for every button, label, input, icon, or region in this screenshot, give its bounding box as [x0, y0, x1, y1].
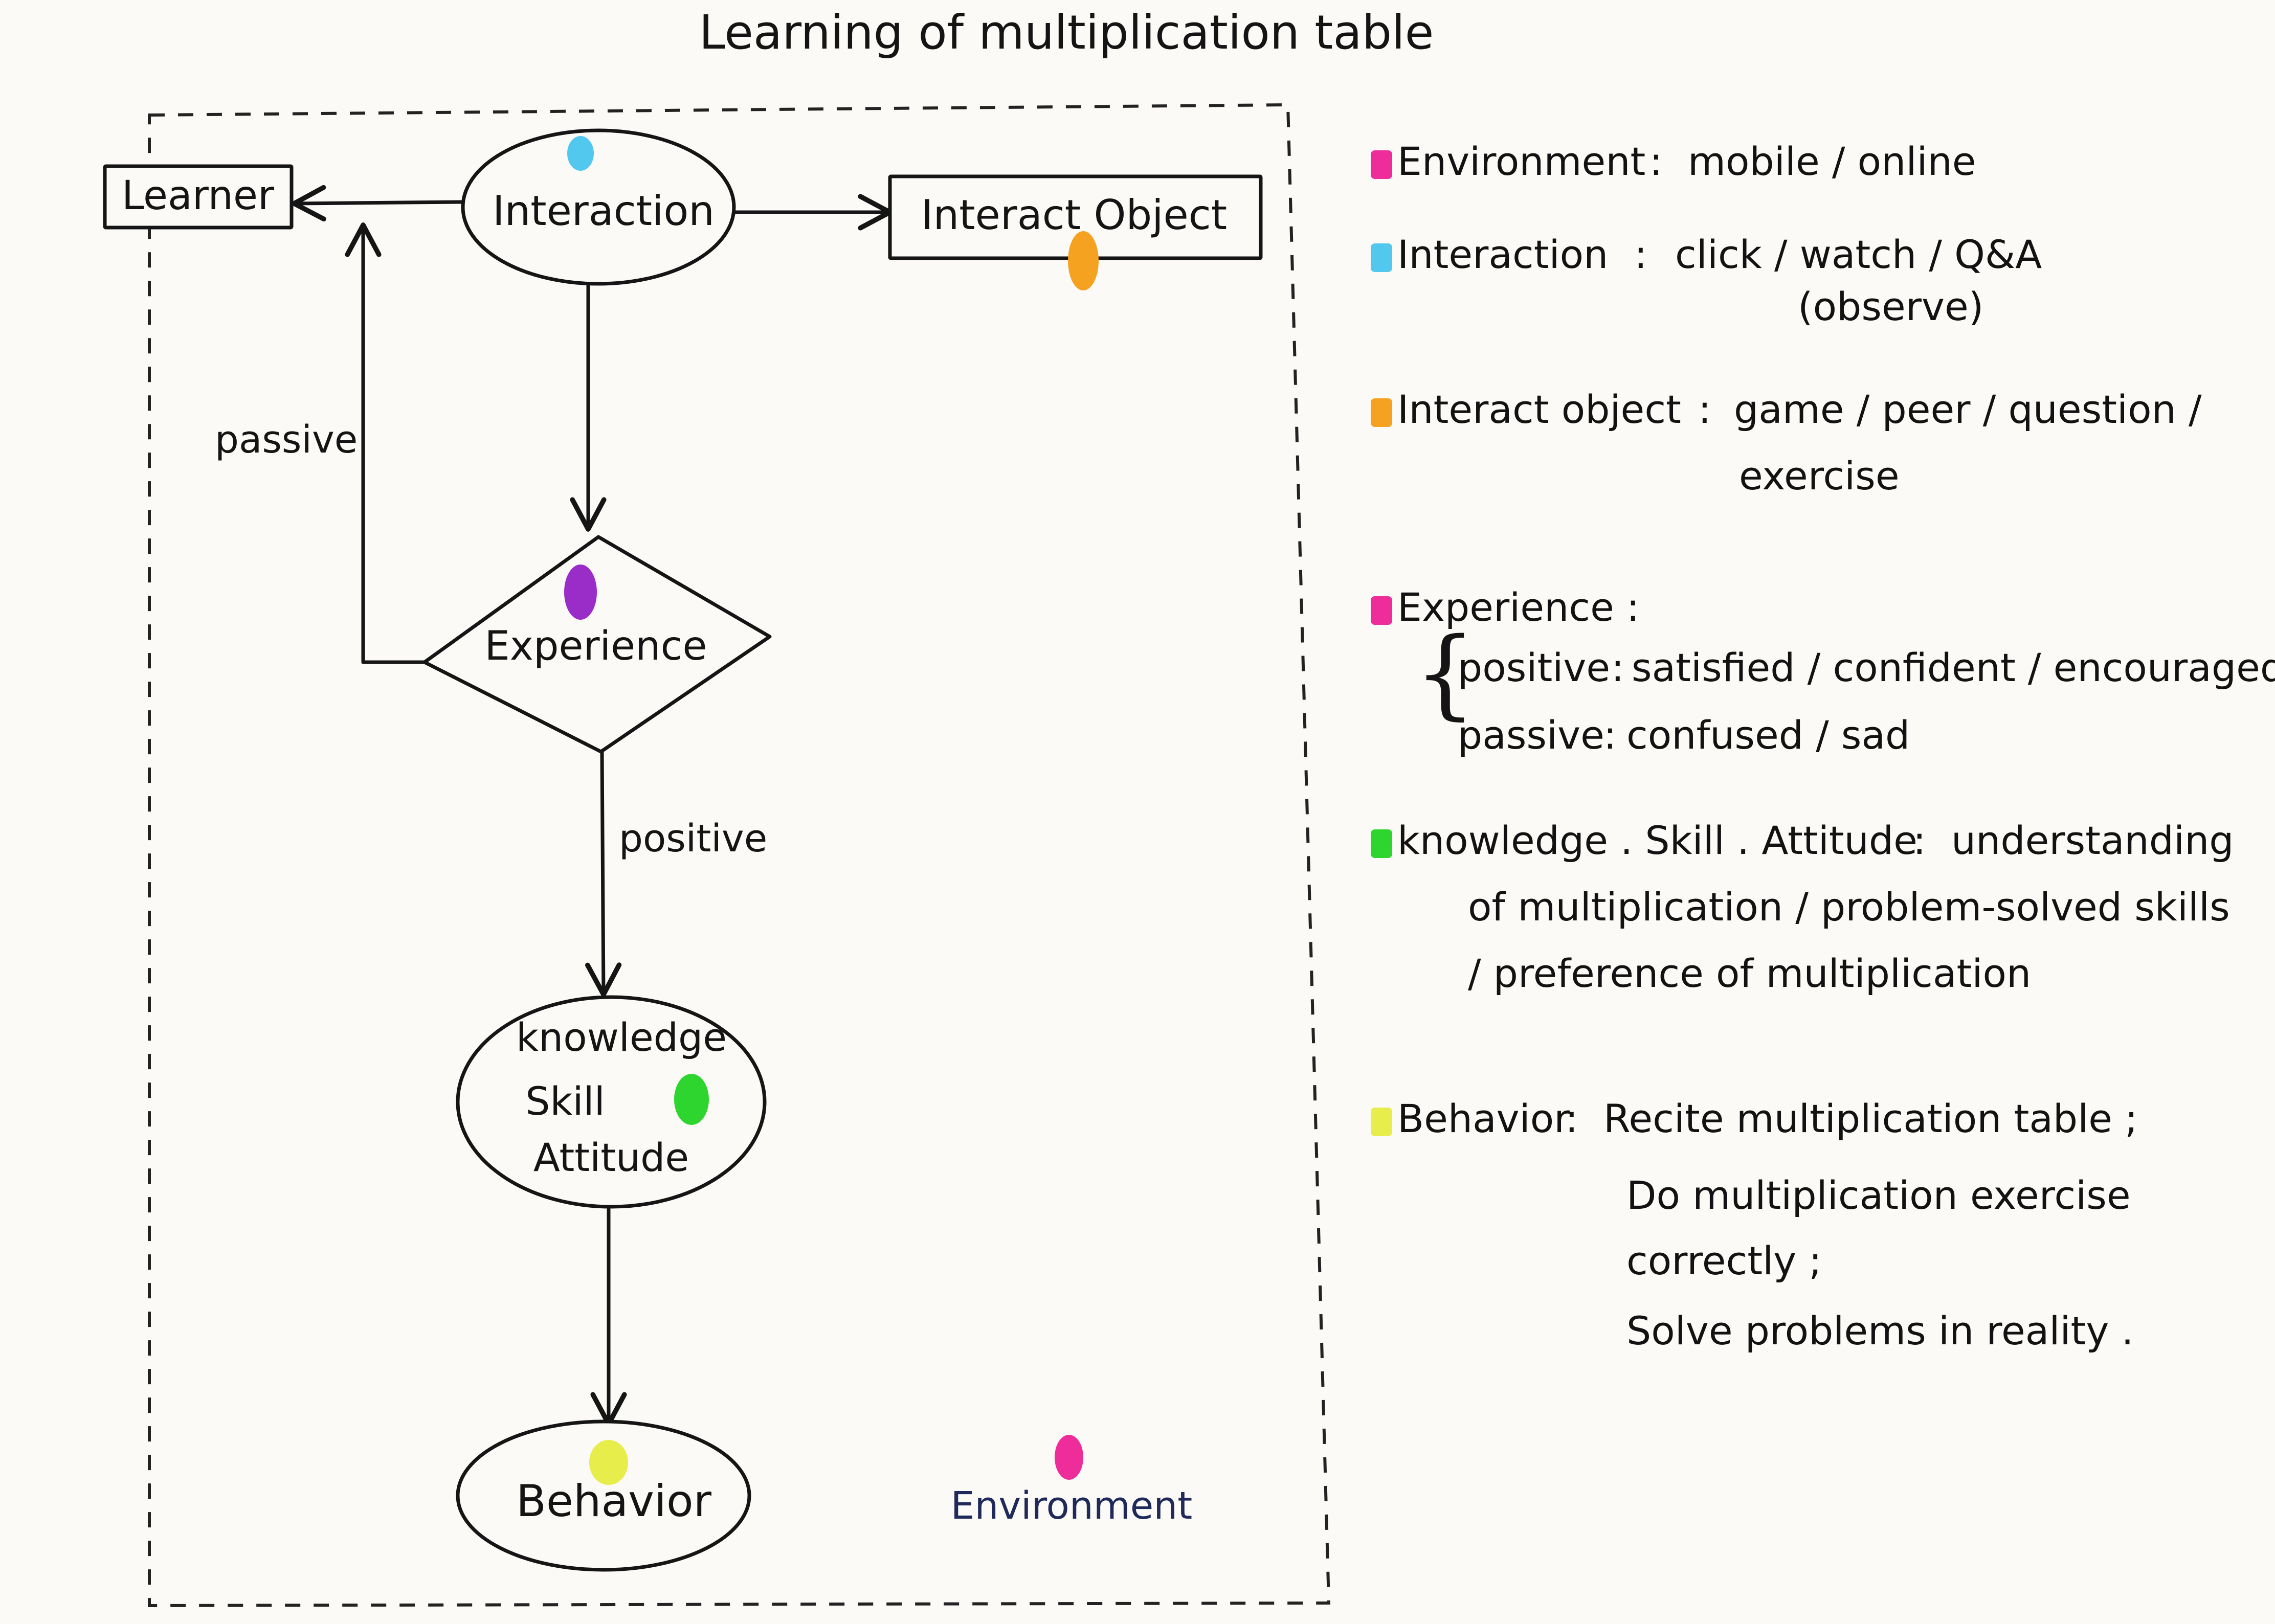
edge-interaction-to-learner — [292, 185, 465, 222]
environment-color-dot — [1055, 1435, 1083, 1480]
behavior-label: Behavior — [516, 1476, 712, 1527]
behavior-color-dot — [589, 1440, 628, 1485]
behavior-node — [456, 1419, 751, 1572]
knowledge-node — [456, 995, 767, 1209]
legend-term-behavior: Behavior — [1397, 1096, 1570, 1141]
learner-box — [103, 164, 294, 230]
legend-term-interaction: Interaction — [1397, 232, 1609, 277]
legend-separator-knowledge: : — [1913, 818, 1926, 863]
interaction-swatch — [1371, 243, 1392, 272]
legend-values-interact-object: game / peer / question / — [1734, 387, 2202, 432]
legend-term-environment: Environment — [1397, 139, 1646, 184]
experience-swatch — [1371, 596, 1392, 625]
legend-term-knowledge: knowledge . Skill . Attitude — [1397, 818, 1917, 863]
legend-knowledge-line2: of multiplication / problem-solved skill… — [1468, 884, 2230, 930]
learner-label: Learner — [122, 173, 275, 219]
page-title: Learning of multiplication table — [699, 5, 1434, 60]
interact-object-color-dot — [1068, 231, 1099, 290]
legend-passive-label: passive — [1458, 712, 1604, 758]
experience-label: Experience — [485, 623, 707, 669]
behavior-swatch — [1371, 1108, 1392, 1136]
legend-separator-interact-object: : — [1698, 387, 1711, 432]
legend-behavior-line4: Solve problems in reality . — [1626, 1308, 2134, 1354]
legend-note-interaction: (observe) — [1798, 284, 1984, 329]
legend-knowledge-line3: / preference of multiplication — [1468, 951, 2032, 996]
interact-object-swatch — [1371, 398, 1392, 427]
legend-continuation-interact-object: exercise — [1739, 453, 1900, 499]
edge-experience-positive-to-knowledge — [585, 750, 622, 997]
legend-positive-label: positive — [1458, 645, 1611, 690]
interaction-node — [461, 128, 736, 286]
knowledge-label-line1: knowledge — [516, 1014, 727, 1060]
legend-passive-separator: : — [1603, 712, 1617, 758]
legend-passive-values: confused / sad — [1626, 712, 1910, 758]
legend-behavior-line1: Recite multiplication table ; — [1603, 1096, 2138, 1141]
legend-values-interaction: click / watch / Q&A — [1675, 232, 2042, 277]
edge-experience-passive-to-learner — [345, 222, 427, 664]
legend-behavior-line3: correctly ; — [1626, 1238, 1822, 1283]
interaction-color-dot — [567, 136, 594, 171]
legend-behavior-line2: Do multiplication exercise — [1626, 1172, 2131, 1218]
legend-term-interact-object: Interact object — [1397, 387, 1681, 432]
knowledge-swatch — [1371, 829, 1392, 858]
legend-positive-separator: : — [1611, 645, 1624, 690]
interaction-label: Interaction — [493, 187, 715, 235]
legend-separator-experience: : — [1626, 584, 1640, 630]
experience-brace: { — [1414, 617, 1476, 730]
environment-boundary — [148, 103, 1331, 1608]
edge-label-positive: positive — [619, 817, 767, 861]
knowledge-label-line3: Attitude — [533, 1135, 689, 1180]
legend-knowledge-line1: understanding — [1951, 818, 2234, 863]
legend-term-experience: Experience — [1397, 584, 1614, 630]
interact-object-label: Interact Object — [921, 191, 1227, 239]
experience-node — [422, 535, 772, 754]
legend: Environment : mobile / online Interactio… — [1371, 128, 2275, 1406]
legend-values-environment: mobile / online — [1688, 139, 1976, 184]
experience-color-dot — [564, 565, 597, 620]
legend-separator-interaction: : — [1634, 232, 1647, 277]
legend-positive-values: satisfied / confident / encouraged — [1632, 645, 2275, 690]
legend-separator-environment: : — [1649, 139, 1663, 184]
knowledge-label-line2: Skill — [525, 1078, 605, 1124]
environment-label: Environment — [951, 1484, 1193, 1528]
environment-swatch — [1371, 150, 1392, 179]
edge-label-passive: passive — [215, 418, 358, 462]
legend-separator-behavior: : — [1565, 1096, 1578, 1141]
knowledge-color-dot — [674, 1074, 709, 1125]
